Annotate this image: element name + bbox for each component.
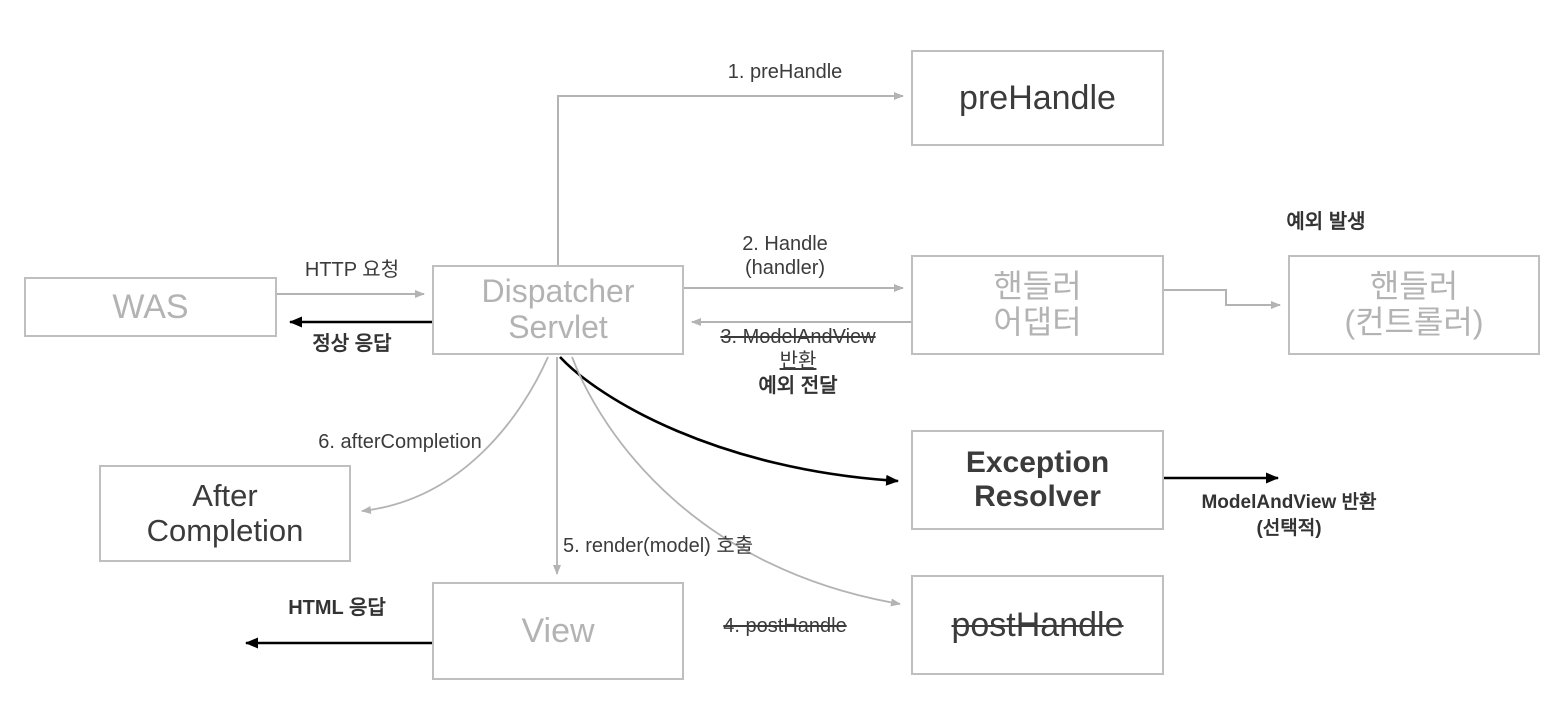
edge-label-exception-pass: 예외 전달 bbox=[758, 375, 838, 397]
edge-label-step1-prehandle: 1. preHandle bbox=[727, 61, 843, 83]
node-label-after-completion: After Completion bbox=[146, 477, 304, 548]
edge-label-step6-aftercompletion: 6. afterCompletion bbox=[318, 431, 482, 453]
node-label-exception-resolver: Exception Resolver bbox=[965, 446, 1110, 513]
edge-label-html-response: HTML 응답 bbox=[288, 597, 386, 619]
node-view[interactable]: View bbox=[432, 582, 684, 680]
node-post-handle[interactable]: postHandle bbox=[911, 575, 1164, 675]
node-label-handler-adapter: 핸들러 어댑터 bbox=[993, 268, 1082, 340]
edge-label-step3-modelandview: 3. ModelAndView bbox=[720, 326, 876, 348]
node-handler-adapter[interactable]: 핸들러 어댑터 bbox=[911, 255, 1164, 355]
edge-label-step2-handle: 2. Handle (handler) bbox=[742, 233, 828, 279]
node-label-pre-handle: preHandle bbox=[959, 78, 1116, 117]
node-dispatcher-servlet[interactable]: Dispatcher Servlet bbox=[432, 265, 684, 355]
node-label-dispatcher-servlet: Dispatcher Servlet bbox=[481, 273, 635, 345]
node-handler-controller[interactable]: 핸들러 (컨트롤러) bbox=[1288, 255, 1540, 355]
node-label-handler-controller: 핸들러 (컨트롤러) bbox=[1344, 268, 1484, 340]
node-pre-handle[interactable]: preHandle bbox=[911, 50, 1164, 146]
node-label-was: WAS bbox=[112, 287, 189, 326]
node-exception-resolver[interactable]: Exception Resolver bbox=[911, 430, 1164, 530]
edge-label-normal-response: 정상 응답 bbox=[312, 333, 392, 355]
edge-label-step5-render: 5. render(model) 호출 bbox=[563, 535, 754, 557]
edge-label-modelandview-optional: (선택적) bbox=[1256, 518, 1322, 539]
node-label-view: View bbox=[521, 611, 595, 650]
edge-label-step4-posthandle: 4. postHandle bbox=[723, 615, 847, 637]
edge-label-modelandview-return: ModelAndView 반환 bbox=[1201, 492, 1377, 513]
edge-label-step3-return: 반환 bbox=[779, 350, 817, 372]
edge-label-exception-occurred: 예외 발생 bbox=[1286, 211, 1366, 233]
edge-label-http-request: HTTP 요청 bbox=[304, 259, 400, 281]
node-after-completion[interactable]: After Completion bbox=[99, 465, 351, 562]
node-label-post-handle: postHandle bbox=[951, 605, 1124, 644]
node-was[interactable]: WAS bbox=[24, 277, 277, 337]
connector-handler-adapter-to-controller bbox=[1164, 289, 1281, 309]
